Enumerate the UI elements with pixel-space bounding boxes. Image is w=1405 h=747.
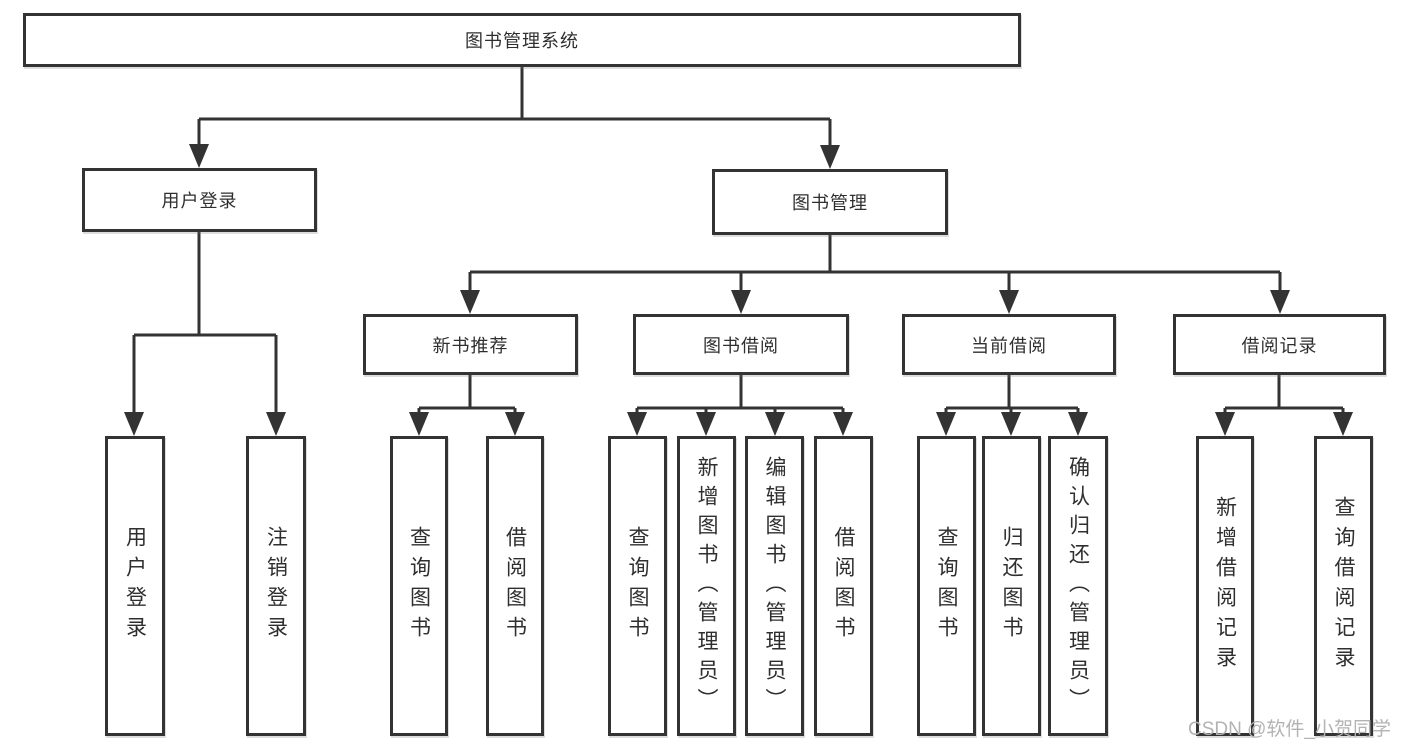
node-new-book-recommendation: 新书推荐 — [363, 314, 578, 375]
leaf-borrow-books-label: 借阅图书 — [832, 526, 855, 646]
connector-root-to-level2 — [197, 67, 832, 149]
node-book-borrowing-label: 图书借阅 — [703, 335, 779, 356]
leaf-logout: 注销登录 — [246, 436, 306, 736]
node-book-borrowing: 图书借阅 — [633, 314, 849, 375]
leaf-logout-label: 注销登录 — [264, 526, 288, 646]
node-current-borrowing-label: 当前借阅 — [971, 335, 1047, 356]
connector-newbook-to-leaves — [417, 375, 517, 418]
node-book-management: 图书管理 — [712, 169, 948, 235]
node-borrowing-records-label: 借阅记录 — [1241, 335, 1318, 356]
leaf-query-borrow-record: 查询借阅记录 — [1314, 436, 1373, 736]
connector-login-to-leaves — [132, 232, 278, 416]
node-book-management-label: 图书管理 — [792, 193, 868, 213]
leaf-query-books-borrow-label: 查询图书 — [626, 526, 649, 646]
leaf-add-borrow-record: 新增借阅记录 — [1196, 436, 1254, 736]
leaf-user-login: 用户登录 — [105, 436, 165, 736]
leaf-query-books-borrow: 查询图书 — [608, 436, 667, 736]
leaf-add-borrow-record-label: 新增借阅记录 — [1213, 496, 1237, 676]
leaf-add-books-admin-label: 新增图书（管理员） — [695, 455, 718, 717]
leaf-query-books-current-label: 查询图书 — [935, 526, 958, 646]
connector-currentborrow-to-leaves — [944, 375, 1080, 418]
leaf-query-books-recommend-label: 查询图书 — [407, 526, 431, 646]
connector-bookborrow-to-leaves — [635, 375, 845, 418]
leaf-confirm-return-admin: 确认归还（管理员） — [1048, 436, 1108, 736]
node-user-login: 用户登录 — [82, 168, 317, 232]
leaf-add-books-admin: 新增图书（管理员） — [677, 436, 736, 736]
node-current-borrowing: 当前借阅 — [902, 314, 1116, 375]
leaf-edit-books-admin: 编辑图书（管理员） — [745, 436, 804, 736]
leaf-query-borrow-record-label: 查询借阅记录 — [1332, 496, 1355, 676]
leaf-return-books-label: 归还图书 — [1000, 526, 1023, 646]
leaf-query-books-recommend: 查询图书 — [390, 436, 448, 736]
node-root-label: 图书管理系统 — [465, 31, 579, 51]
leaf-user-login-label: 用户登录 — [123, 526, 147, 646]
node-user-login-label: 用户登录 — [161, 191, 238, 211]
leaf-confirm-return-admin-label: 确认归还（管理员） — [1066, 455, 1090, 717]
connector-bookmgmt-to-level3 — [468, 235, 1282, 294]
node-new-book-recommendation-label: 新书推荐 — [432, 335, 509, 356]
connector-records-to-leaves — [1223, 375, 1345, 418]
node-root-system: 图书管理系统 — [23, 13, 1021, 67]
leaf-borrow-books: 借阅图书 — [814, 436, 873, 736]
csdn-watermark: CSDN @软件_小贺同学 — [1188, 719, 1391, 740]
leaf-borrow-books-recommend: 借阅图书 — [486, 436, 544, 736]
leaf-query-books-current: 查询图书 — [917, 436, 976, 736]
leaf-edit-books-admin-label: 编辑图书（管理员） — [763, 455, 786, 717]
node-borrowing-records: 借阅记录 — [1173, 314, 1386, 375]
leaf-borrow-books-recommend-label: 借阅图书 — [503, 526, 527, 646]
leaf-return-books: 归还图书 — [982, 436, 1041, 736]
